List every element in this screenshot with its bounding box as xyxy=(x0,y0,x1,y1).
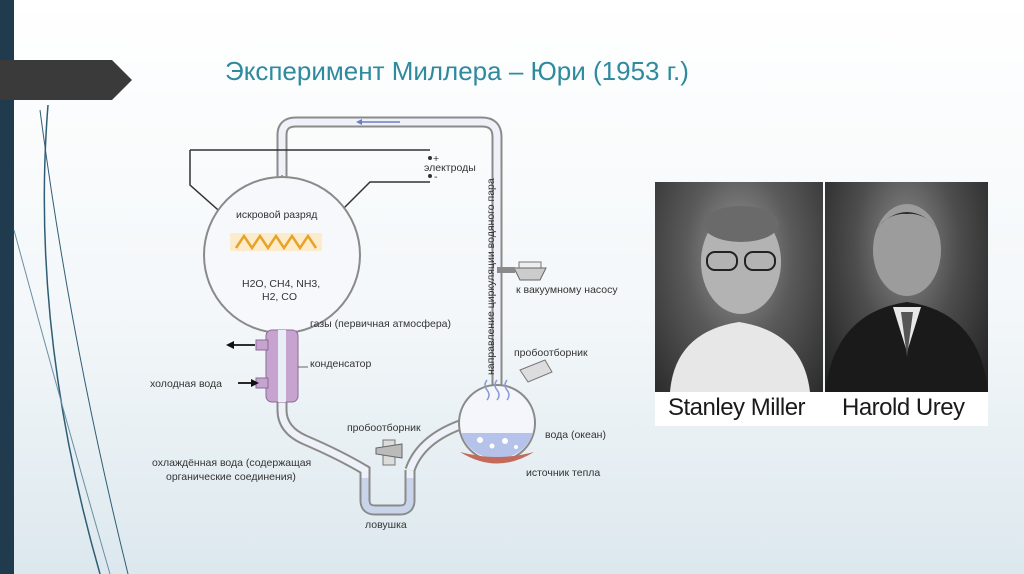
miller-portrait-silhouette xyxy=(670,206,810,392)
miller-caption: Stanley Miller xyxy=(668,394,806,421)
cold-water-label: холодная вода xyxy=(150,378,222,390)
cooled-water-label-line1: охлаждённая вода (содержащая xyxy=(152,457,311,469)
gases-label: газы (первичная атмосфера) xyxy=(310,318,451,330)
bubble xyxy=(477,437,483,443)
urey-portrait-silhouette xyxy=(825,204,988,392)
vacuum-valve xyxy=(513,267,547,281)
water-ocean-label: вода (океан) xyxy=(545,429,606,441)
electrode-minus-terminal xyxy=(428,174,432,178)
bottom-sampler-valve xyxy=(375,443,403,459)
spark-zigzag xyxy=(234,233,318,251)
electrode-minus-sign: - xyxy=(434,171,438,183)
harold-urey-photo xyxy=(825,182,988,392)
heat-source-label: источник тепла xyxy=(526,467,600,479)
water-in-arrow-head xyxy=(251,379,259,387)
decorative-lines xyxy=(13,104,129,574)
condenser-label: конденсатор xyxy=(310,358,372,370)
right-sampler-valve xyxy=(519,359,553,383)
stanley-miller-photo xyxy=(655,182,823,392)
bubble xyxy=(514,445,518,449)
heat-source xyxy=(460,452,534,464)
trap-water xyxy=(361,478,414,514)
formula-line1: H2O, CH4, NH3, xyxy=(242,278,320,290)
cooled-water-label-line2: органические соединения) xyxy=(166,471,296,483)
flow-arrow-top-head xyxy=(356,119,362,125)
bottom-sampler-label: пробоотборник xyxy=(347,422,421,434)
urey-caption: Harold Urey xyxy=(842,394,965,421)
spark-label: искровой разряд xyxy=(236,209,317,221)
electrode-plus-sign: + xyxy=(433,153,439,165)
formula-line2: H2, CO xyxy=(262,291,297,303)
bubble xyxy=(489,443,495,449)
left-color-band xyxy=(0,0,14,574)
title-tab-marker xyxy=(0,60,132,100)
electrodes-label: электроды xyxy=(424,162,476,174)
spark-flask xyxy=(203,176,361,334)
trap-to-flask-tube xyxy=(406,421,462,472)
trap-label: ловушка xyxy=(365,519,407,531)
steam-wisps xyxy=(484,379,510,401)
bubble xyxy=(502,438,508,444)
photo-caption-bar xyxy=(655,392,988,426)
vacuum-pump-label: к вакуумному насосу xyxy=(516,284,618,296)
condenser-inner-tube xyxy=(278,330,286,402)
electrode-plus-terminal xyxy=(428,156,432,160)
miller-urey-apparatus-diagram: + - электроды искровой разряд H2O, CH4, … xyxy=(150,116,618,531)
circulation-label: направление циркуляции водяного пара xyxy=(485,178,497,375)
slide-title: Эксперимент Миллера – Юри (1953 г.) xyxy=(225,56,689,86)
water-out-arrow-head xyxy=(226,341,234,349)
condenser-outlet xyxy=(255,339,269,351)
right-sampler-label: пробоотборник xyxy=(514,347,588,359)
